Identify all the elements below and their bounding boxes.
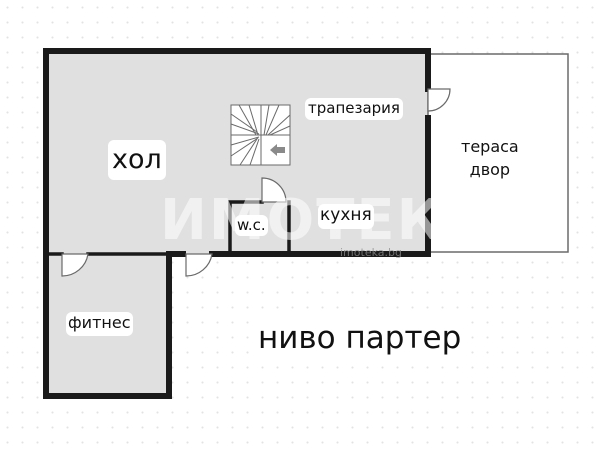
- room-label-trapezaria: трапезария: [305, 98, 403, 120]
- level-title: ниво партер: [253, 316, 467, 363]
- terrace-outline: [427, 53, 569, 253]
- room-label-kuhnya: кухня: [318, 204, 374, 229]
- room-label-hol: хол: [108, 140, 166, 180]
- staircase-icon: [230, 104, 291, 166]
- exterior-walls: [43, 48, 431, 399]
- room-label-terasa: тераса двор: [458, 131, 522, 186]
- door-swing-icon: [61, 88, 451, 277]
- room-label-fitnes: фитнес: [66, 312, 133, 336]
- interior-walls: [44, 200, 291, 256]
- watermark-site: imoteka.bg: [340, 246, 402, 259]
- stair-direction-arrow-icon: [270, 144, 285, 156]
- room-label-wc: w.c.: [235, 215, 268, 236]
